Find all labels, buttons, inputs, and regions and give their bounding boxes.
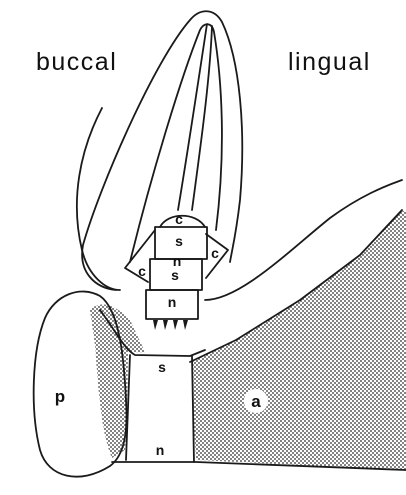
label-c-right: c <box>211 245 219 261</box>
alveolar-bone-region <box>190 210 406 470</box>
arrowhead-1 <box>153 320 158 330</box>
arrowhead-3 <box>173 320 178 330</box>
arrowhead-4 <box>183 320 188 330</box>
label-c-top: c <box>175 211 183 227</box>
label-n-channel: n <box>156 442 165 458</box>
label-c-left: c <box>138 263 146 279</box>
label-a: a <box>251 392 261 411</box>
label-s-channel: s <box>158 359 166 375</box>
label-s-upper: s <box>175 233 183 249</box>
arrowhead-2 <box>163 320 168 330</box>
label-p: p <box>55 387 65 406</box>
buccal-label: buccal <box>36 48 117 76</box>
label-s-lower: s <box>171 267 179 283</box>
arrowheads <box>153 320 188 330</box>
lingual-label: lingual <box>288 48 371 76</box>
label-n-lower: n <box>168 294 177 310</box>
